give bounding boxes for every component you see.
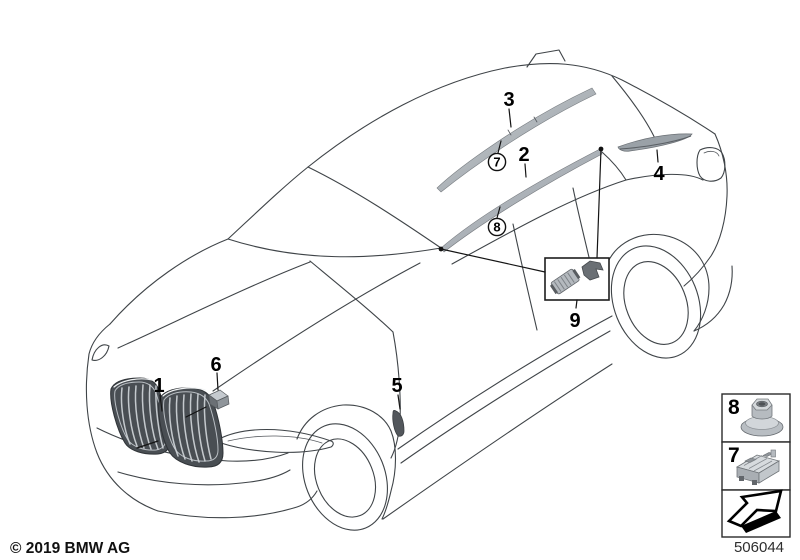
direction-of-travel-arrow-icon	[726, 489, 783, 533]
part-1-kidney-grille	[110, 377, 224, 468]
quarter-trim-ribbon	[617, 133, 693, 152]
callout-8-circle[interactable]: 8	[487, 217, 507, 237]
roof-rail-mount-ticks	[507, 116, 538, 136]
sheet-number: 506044	[734, 539, 784, 556]
quarter-trim-shadow-line	[619, 135, 692, 150]
drip-moulding-ribbon	[440, 148, 603, 253]
callout-6[interactable]: 6	[210, 354, 221, 376]
fastener-clip-thumbnail	[549, 268, 581, 295]
part-2-drip-moulding	[440, 148, 603, 253]
part-4-quarter-trim	[617, 133, 693, 152]
callout-5[interactable]: 5	[391, 375, 402, 397]
leader-lines	[136, 108, 659, 449]
callout-8-label: 8	[493, 220, 500, 235]
part-6-sensor	[208, 389, 230, 410]
part-5-fender-vent	[392, 410, 405, 437]
callout-1[interactable]: 1	[153, 375, 164, 397]
callout-4[interactable]: 4	[653, 163, 665, 185]
roof-rail-ribbon	[436, 87, 597, 193]
callout-3[interactable]: 3	[503, 89, 514, 111]
callout-7-circle[interactable]: 7	[487, 152, 507, 172]
part-9-detail-box	[544, 257, 610, 301]
callout-9[interactable]: 9	[569, 310, 580, 332]
flange-nut-icon	[740, 398, 784, 437]
copyright-text: © 2019 BMW AG	[10, 540, 130, 557]
mounting-clip-icon	[735, 449, 781, 485]
legend-nut-label: 8	[728, 396, 740, 419]
legend-column: 8 7	[721, 393, 791, 538]
callout-7-label: 7	[493, 155, 500, 170]
part-3-roof-rail	[436, 87, 597, 193]
callout-2[interactable]: 2	[518, 144, 529, 166]
fastener-bracket-thumbnail	[581, 260, 604, 281]
legend-clip-label: 7	[728, 444, 740, 467]
car-body-outline	[85, 49, 733, 531]
